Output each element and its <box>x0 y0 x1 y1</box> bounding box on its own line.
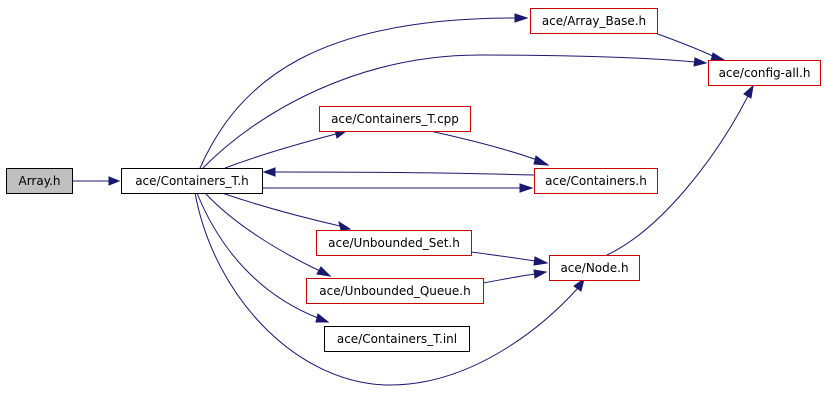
edge-arrowhead <box>514 13 529 23</box>
edge-arrowhead <box>693 57 708 67</box>
edge-arrowhead <box>108 176 121 186</box>
edge-arrowhead <box>315 313 330 323</box>
edge-line <box>196 192 319 319</box>
node-containers-t-h[interactable]: ace/Containers_T.h <box>121 168 263 194</box>
node-label: ace/Containers.h <box>545 174 647 188</box>
edge-line <box>654 32 716 58</box>
edge-containers-h-to-containers-t-h <box>262 167 535 177</box>
node-box[interactable] <box>324 326 470 352</box>
edge-line <box>224 133 337 169</box>
node-label: ace/Containers_T.cpp <box>331 112 459 126</box>
edge-line <box>429 130 538 161</box>
node-label: ace/Containers_T.h <box>135 174 249 188</box>
edge-arrowhead <box>573 277 585 292</box>
edge-arrowhead <box>743 84 754 99</box>
edge-arrowhead <box>316 266 332 277</box>
node-label: ace/Array_Base.h <box>542 14 646 28</box>
edge-array-base-h-to-config-all-h <box>654 32 726 62</box>
node-box[interactable] <box>319 106 471 132</box>
node-containers-t-inl[interactable]: ace/Containers_T.inl <box>324 326 470 352</box>
edge-containers-t-h-to-containers-t-cpp <box>224 129 348 169</box>
node-box[interactable] <box>121 168 263 194</box>
edge-line <box>221 192 341 227</box>
node-unbounded-set-h[interactable]: ace/Unbounded_Set.h <box>316 230 472 256</box>
node-unbounded-queue-h[interactable]: ace/Unbounded_Queue.h <box>306 278 484 304</box>
edge-containers-t-h-to-unbounded-set-h <box>221 192 352 231</box>
edge-arrowhead <box>519 183 534 193</box>
node-label: ace/Containers_T.inl <box>337 332 457 346</box>
edge-line <box>273 171 535 176</box>
node-box[interactable] <box>549 255 640 281</box>
node-array-base-h[interactable]: ace/Array_Base.h <box>530 8 658 34</box>
node-label: ace/config-all.h <box>719 66 811 80</box>
edges-layer <box>72 13 754 386</box>
edge-arrowhead <box>533 256 549 266</box>
node-label: ace/Unbounded_Queue.h <box>319 284 470 298</box>
edge-node-h-to-config-all-h <box>606 84 754 256</box>
edge-arrowhead <box>533 155 550 166</box>
edge-containers-t-cpp-to-containers-h <box>429 130 550 166</box>
edge-unbounded-set-h-to-node-h <box>470 251 549 266</box>
edge-arrowhead <box>710 52 726 62</box>
node-array-h[interactable]: Array.h <box>6 168 73 194</box>
edge-containers-t-h-to-unbounded-queue-h <box>204 192 332 277</box>
node-box[interactable] <box>306 278 484 304</box>
node-containers-h[interactable]: ace/Containers.h <box>534 168 658 194</box>
node-label: ace/Node.h <box>560 261 628 275</box>
edge-containers-t-h-to-node-h <box>194 192 585 386</box>
node-containers-t-cpp[interactable]: ace/Containers_T.cpp <box>319 106 471 132</box>
nodes-layer: Array.h ace/Containers_T.h ace/Array_Base.… <box>6 8 821 352</box>
edge-containers-t-h-to-containers-t-inl <box>196 192 330 323</box>
node-label: Array.h <box>18 174 60 188</box>
node-box[interactable] <box>530 8 658 34</box>
edge-containers-t-h-to-config-all-h <box>202 54 708 169</box>
edge-line <box>199 17 516 169</box>
edge-containers-t-h-to-containers-h <box>262 183 534 193</box>
edge-containers-t-h-to-array-base-h <box>199 13 529 169</box>
node-label: ace/Unbounded_Set.h <box>328 236 460 250</box>
edge-line <box>482 273 536 284</box>
node-config-all-h[interactable]: ace/config-all.h <box>708 60 821 86</box>
node-box[interactable] <box>534 168 658 194</box>
edge-line <box>202 54 696 169</box>
edge-array-h-to-containers-t-h <box>72 176 121 186</box>
edge-arrowhead <box>262 167 276 177</box>
node-box[interactable] <box>316 230 472 256</box>
node-node-h[interactable]: ace/Node.h <box>549 255 640 281</box>
node-box[interactable] <box>708 60 821 86</box>
edge-line <box>606 95 749 256</box>
edge-line <box>470 251 536 262</box>
edge-arrowhead <box>338 220 352 231</box>
edge-line <box>204 192 321 272</box>
edge-line <box>194 192 579 386</box>
edge-arrowhead <box>533 269 548 279</box>
edge-unbounded-queue-h-to-node-h <box>482 269 548 284</box>
node-box[interactable] <box>6 168 73 194</box>
